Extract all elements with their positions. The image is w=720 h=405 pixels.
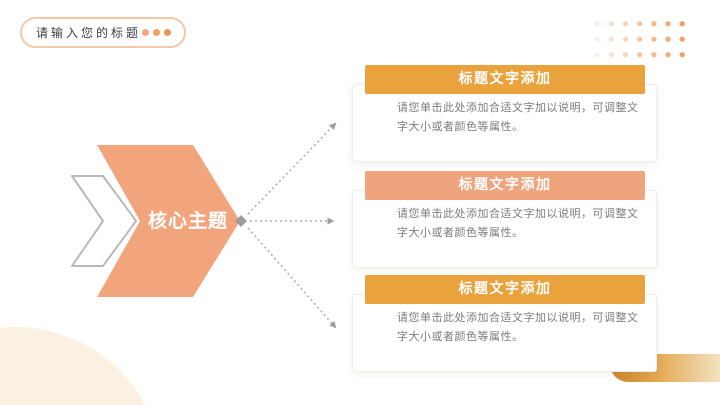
top-right-dot-grid-decoration <box>588 13 687 59</box>
card-3-body-text[interactable]: 请您单击此处添加合适文字加以说明，可调整文字大小或者颜色等属性。 <box>397 311 639 343</box>
card-3-header[interactable]: 标题文字添加 <box>365 275 645 304</box>
title-placeholder-badge[interactable]: 请输入您的标题 <box>20 17 186 48</box>
core-chevron-shape <box>97 145 240 297</box>
card-1-header[interactable]: 标题文字添加 <box>365 65 645 94</box>
info-card-2: 标题文字添加 请您单击此处添加合适文字加以说明，可调整文字大小或者颜色等属性。 <box>352 171 657 268</box>
core-topic-label[interactable]: 核心主题 <box>147 210 228 232</box>
badge-dot <box>142 29 149 36</box>
connector-origin-diamond <box>235 215 247 227</box>
connector-line-top <box>247 122 337 215</box>
info-card-1: 标题文字添加 请您单击此处添加合适文字加以说明，可调整文字大小或者颜色等属性。 <box>352 65 657 162</box>
outline-chevron-shape <box>71 175 137 267</box>
card-2-body-text[interactable]: 请您单击此处添加合适文字加以说明，可调整文字大小或者颜色等属性。 <box>397 207 639 239</box>
info-card-3: 标题文字添加 请您单击此处添加合适文字加以说明，可调整文字大小或者颜色等属性。 <box>352 275 657 372</box>
badge-dot <box>153 29 160 36</box>
card-2-header[interactable]: 标题文字添加 <box>365 171 645 200</box>
badge-dots-decoration <box>142 29 171 36</box>
connector-line-bottom <box>247 227 337 329</box>
badge-dot <box>164 29 171 36</box>
title-placeholder-text[interactable]: 请输入您的标题 <box>36 26 142 40</box>
card-1-body-text[interactable]: 请您单击此处添加合适文字加以说明，可调整文字大小或者颜色等属性。 <box>397 101 639 133</box>
